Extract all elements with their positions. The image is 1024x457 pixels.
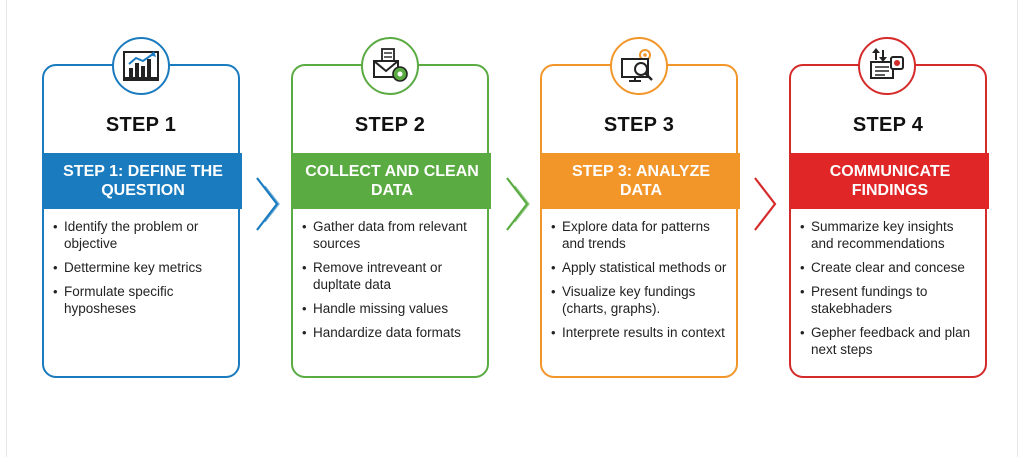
envelope-gear-icon bbox=[361, 37, 419, 95]
step-title: STEP 3 bbox=[603, 114, 675, 136]
report-presentation-icon bbox=[858, 37, 916, 95]
bullet-item: Create clear and concese bbox=[800, 259, 979, 276]
computer-magnifier-icon bbox=[610, 37, 668, 95]
step-banner: STEP 3: ANALYZE DATA bbox=[542, 153, 740, 209]
chevron-right-icon bbox=[506, 177, 530, 231]
step-card-3: STEP 3 STEP 3: ANALYZE DATA Explore data… bbox=[540, 64, 740, 378]
step-card-1: STEP 1 STEP 1: DEFINE THE QUESTION Ident… bbox=[42, 64, 242, 378]
step-banner: COMMUNICATE FINDINGS bbox=[791, 153, 989, 209]
bullet-item: Summarize key insights and recommendatio… bbox=[800, 218, 979, 252]
step-title: STEP 1 bbox=[105, 114, 177, 136]
bullet-item: Identify the problem or objective bbox=[53, 218, 232, 252]
bullet-item: Handardize data formats bbox=[302, 324, 481, 341]
chevron-right-icon bbox=[256, 177, 280, 231]
step-bullets: Explore data for patterns and trends App… bbox=[551, 218, 730, 348]
bar-chart-icon bbox=[112, 37, 170, 95]
step-card-4: STEP 4 COMMUNICATE FINDINGS Summarize ke… bbox=[789, 64, 989, 378]
step-title: STEP 4 bbox=[852, 114, 924, 136]
page-frame bbox=[6, 0, 1018, 457]
step-banner: COLLECT AND CLEAN DATA bbox=[293, 153, 491, 209]
bullet-item: Visualize key fundings (charts, graphs). bbox=[551, 283, 730, 317]
bullet-item: Gather data from relevant sources bbox=[302, 218, 481, 252]
bullet-item: Present fundings to stakebhaders bbox=[800, 283, 979, 317]
bullet-item: Explore data for patterns and trends bbox=[551, 218, 730, 252]
bullet-item: Gepher feedback and plan next steps bbox=[800, 324, 979, 358]
bullet-item: Dettermine key metrics bbox=[53, 259, 232, 276]
step-bullets: Summarize key insights and recommendatio… bbox=[800, 218, 979, 365]
step-title: STEP 2 bbox=[354, 114, 426, 136]
bullet-item: Interprete results in context bbox=[551, 324, 730, 341]
bullet-item: Handle missing values bbox=[302, 300, 481, 317]
step-card-2: STEP 2 COLLECT AND CLEAN DATA Gather dat… bbox=[291, 64, 491, 378]
step-bullets: Identify the problem or objective Detter… bbox=[53, 218, 232, 324]
bullet-item: Remove intreveant or dupltate data bbox=[302, 259, 481, 293]
step-bullets: Gather data from relevant sources Remove… bbox=[302, 218, 481, 348]
bullet-item: Formulate specific hyposheses bbox=[53, 283, 232, 317]
bullet-item: Apply statistical methods or bbox=[551, 259, 730, 276]
step-banner: STEP 1: DEFINE THE QUESTION bbox=[44, 153, 242, 209]
chevron-right-icon bbox=[754, 177, 777, 231]
